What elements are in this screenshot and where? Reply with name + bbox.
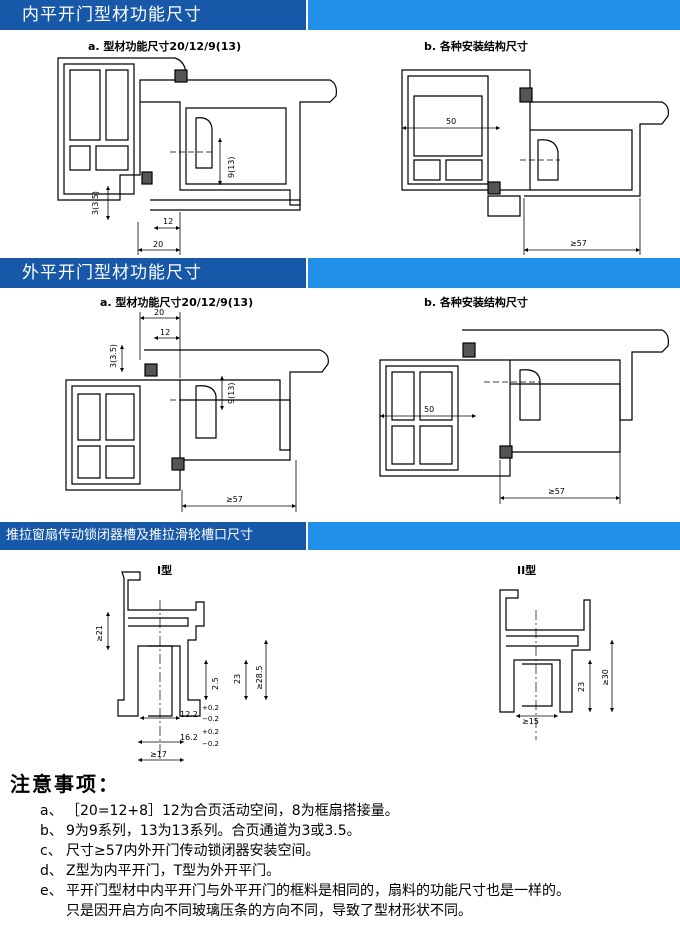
dim-inner-20: 20 xyxy=(153,240,163,249)
tol-minus-1: −0.2 xyxy=(202,715,219,723)
section-band-slide: 推拉窗扇传动锁闭器槽及推拉滑轮槽口尺寸 xyxy=(0,522,680,550)
note-item: 只是因开启方向不同玻璃压条的方向不同，导致了型材形状不同。 xyxy=(66,903,472,919)
section-band-inner: 内平开门型材功能尺寸 xyxy=(0,0,680,30)
band-accent xyxy=(308,258,680,288)
dim-inner-12: 12 xyxy=(163,217,173,226)
dim-outer-b-50: 50 xyxy=(424,405,434,414)
dim-type1-25: 2.5 xyxy=(211,677,220,690)
section-title-inner: 内平开门型材功能尺寸 xyxy=(0,0,306,30)
note-item: a、［20=12+8］12为合页活动空间，8为框扇搭接量。 xyxy=(40,803,399,819)
inner-a-drawing xyxy=(57,57,337,255)
subtitle-outer-a: a. 型材功能尺寸20/12/9(13) xyxy=(100,296,254,309)
subtitle-type2: II型 xyxy=(517,564,537,577)
section-title-slide: 推拉窗扇传动锁闭器槽及推拉滑轮槽口尺寸 xyxy=(0,522,306,550)
subtitle-outer-b: b. 各种安装结构尺寸 xyxy=(424,296,528,309)
type2-drawing xyxy=(499,589,614,740)
note-item: c、尺寸≥57内外开门传动锁闭器安装空间。 xyxy=(40,843,320,859)
dim-inner-b-57: ≥57 xyxy=(570,239,587,248)
dim-outer-b-57: ≥57 xyxy=(548,487,565,496)
dim-outer-9: 9(13) xyxy=(227,382,236,404)
dim-outer-3: 3(3.5) xyxy=(109,344,118,368)
band-accent xyxy=(308,0,680,30)
outer-b-drawing xyxy=(379,329,669,504)
dim-inner-b-50: 50 xyxy=(446,117,456,126)
dim-type1-21: ≥21 xyxy=(95,625,104,642)
type1-drawing xyxy=(106,571,268,762)
subtitle-inner-a: a. 型材功能尺寸20/12/9(13) xyxy=(88,40,242,53)
dim-type1-162: 16.2 xyxy=(180,733,198,742)
dim-inner-3: 3(3.5) xyxy=(91,191,100,215)
subtitle-inner-b: b. 各种安装结构尺寸 xyxy=(424,40,528,53)
dim-type2-15: ≥15 xyxy=(522,717,539,726)
tol-minus-2: −0.2 xyxy=(202,740,219,748)
dim-type1-17: ≥17 xyxy=(150,750,167,759)
section-title-outer: 外平开门型材功能尺寸 xyxy=(0,258,306,288)
section-band-outer: 外平开门型材功能尺寸 xyxy=(0,258,680,288)
dim-outer-57: ≥57 xyxy=(226,495,243,504)
dim-type1-122: 12.2 xyxy=(180,710,198,719)
note-item: b、9为9系列，13为13系列。合页通道为3或3.5。 xyxy=(40,823,361,839)
dim-type2-30: ≥30 xyxy=(601,669,610,686)
dim-inner-9: 9(13) xyxy=(227,156,236,178)
dim-outer-12: 12 xyxy=(160,328,170,337)
tol-plus-2: +0.2 xyxy=(202,728,219,736)
subtitle-type1: I型 xyxy=(157,564,173,577)
dim-type2-23: 23 xyxy=(577,682,586,692)
outer-a-drawing xyxy=(65,312,329,512)
dim-type1-285: ≥28.5 xyxy=(255,665,264,690)
tol-plus-1: +0.2 xyxy=(202,704,219,712)
dim-type1-23: 23 xyxy=(233,674,242,684)
notes-heading: 注意事项： xyxy=(10,772,120,796)
inner-b-drawing xyxy=(401,69,669,255)
band-accent xyxy=(308,522,680,550)
profile-drawings: 20 12 3(3.5) 9(13) 50 ≥57 xyxy=(57,57,669,762)
note-item: d、Z型为内平开门，T型为外开平门。 xyxy=(40,863,281,879)
note-item: e、平开门型材中内平开门与外平开门的框料是相同的，扇料的功能尺寸也是一样的。 xyxy=(40,883,570,899)
dim-outer-20: 20 xyxy=(154,308,164,317)
